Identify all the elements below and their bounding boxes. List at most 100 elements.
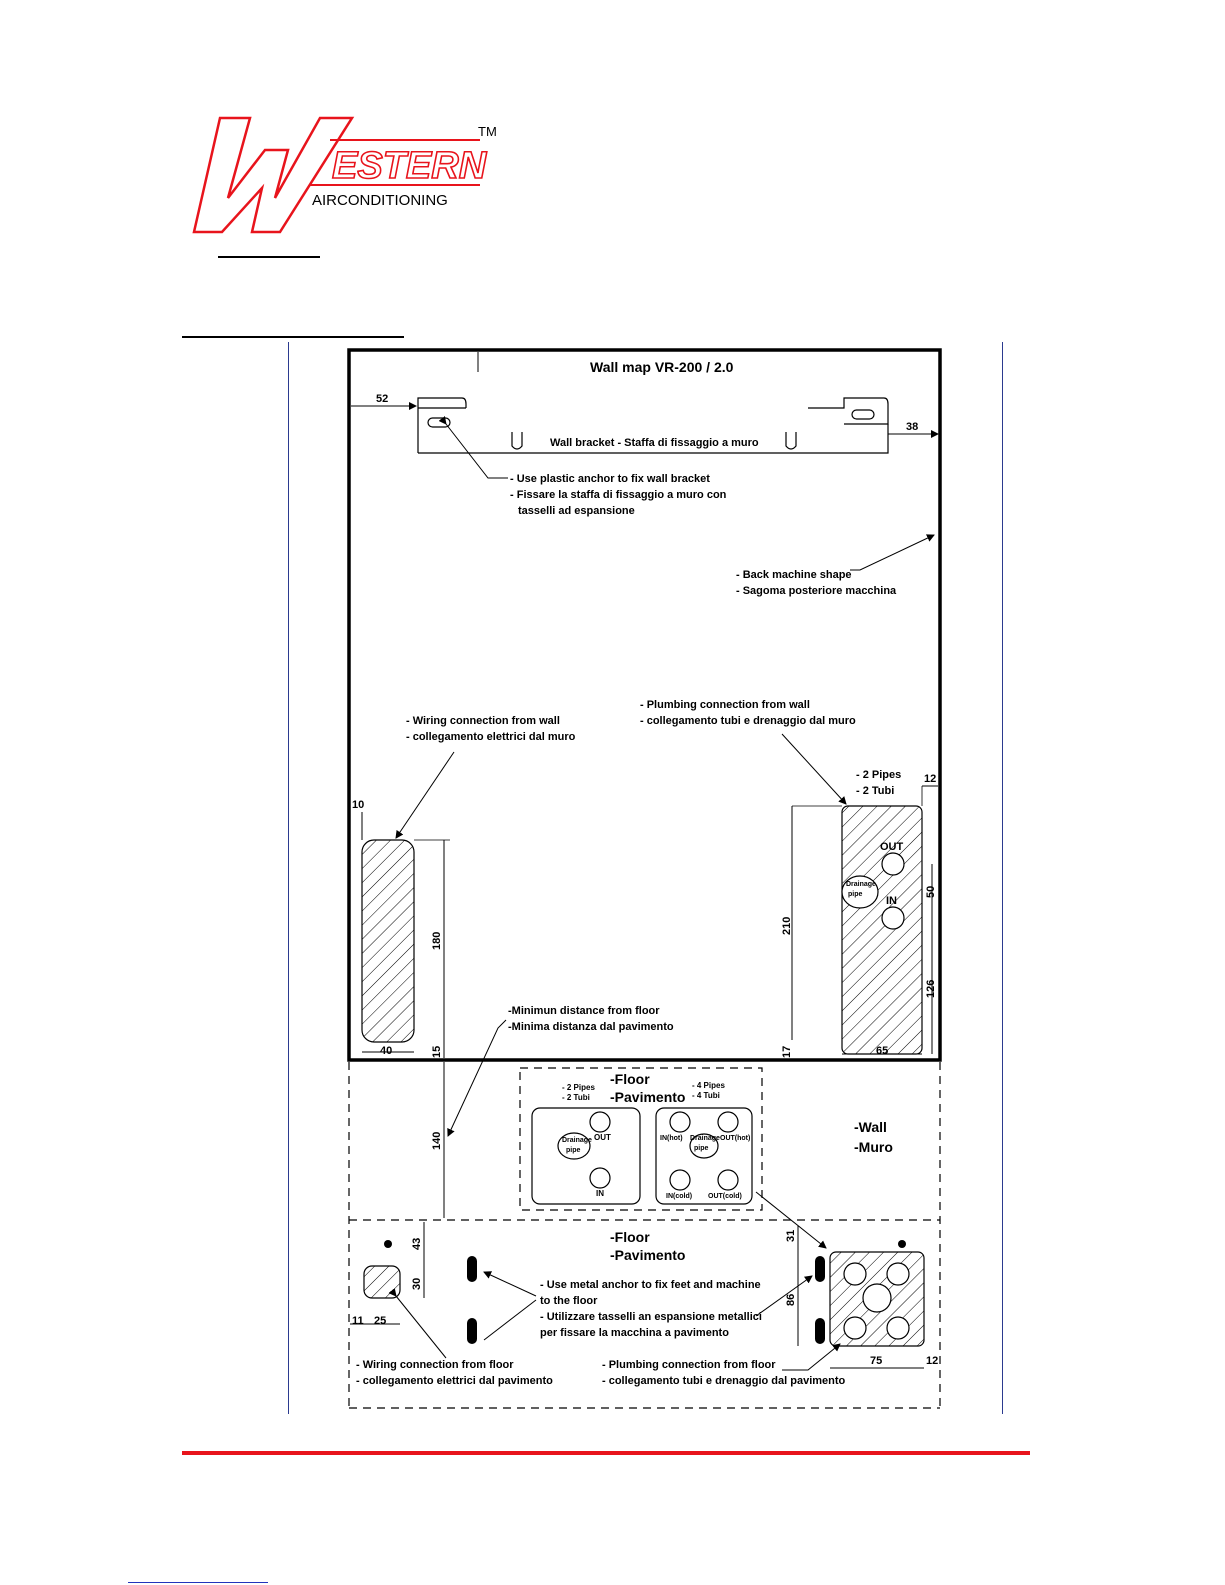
four-pipe-in-hot-circle — [669, 1111, 691, 1133]
wiring-floor-area — [363, 1265, 401, 1299]
pipes2-it: - 2 Tubi — [856, 785, 894, 797]
dim-12-bottom: 12 — [926, 1355, 938, 1367]
wiring-wall-en: - Wiring connection from wall — [406, 715, 560, 727]
floor-dashed-area — [348, 1062, 941, 1409]
dim-25: 25 — [374, 1315, 386, 1327]
small-4pipes-en: - 4 Pipes — [692, 1081, 725, 1090]
small-2pipes-it: - 2 Tubi — [562, 1093, 590, 1102]
floor-pipe-1 — [843, 1262, 867, 1286]
four-pipe-in-cold-circle — [669, 1169, 691, 1191]
footer-red-rule — [182, 1451, 1030, 1455]
left-margin-line — [288, 342, 289, 1414]
right-margin-line — [1002, 342, 1003, 1414]
two-pipe-in: IN — [596, 1189, 604, 1198]
dim-11: 11 — [352, 1315, 364, 1327]
wiring-wall-it: - collegamento elettrici dal muro — [406, 731, 576, 743]
floor-pipe-drain — [862, 1283, 892, 1313]
floor-anchor-l1: - Use metal anchor to fix feet and machi… — [540, 1279, 761, 1291]
in-label: IN — [886, 895, 897, 907]
plumbing-floor-en: - Plumbing connection from floor — [602, 1359, 776, 1371]
bracket-label: Wall bracket - Staffa di fissaggio a mur… — [550, 437, 759, 449]
floor-slot-1 — [467, 1256, 477, 1282]
four-pipe-out-cold: OUT(cold) — [708, 1193, 742, 1200]
dim-86: 86 — [785, 1294, 797, 1306]
pipes2-en: - 2 Pipes — [856, 769, 901, 781]
floor-label-bottom-it: -Pavimento — [610, 1247, 685, 1263]
floor-anchor-l3: - Utilizzare tasselli an espansione meta… — [540, 1311, 762, 1323]
dim-15: 15 — [431, 1046, 443, 1058]
logo-subtitle: AIRCONDITIONING — [312, 192, 448, 209]
dim-126: 126 — [925, 980, 937, 998]
floor-label-bottom-en: -Floor — [610, 1229, 650, 1245]
two-pipe-out: OUT — [594, 1133, 611, 1142]
four-pipe-drain-circle — [689, 1133, 719, 1159]
wall-label-en: -Wall — [854, 1119, 887, 1135]
four-pipe-drain-l1: Drainage — [690, 1135, 720, 1142]
machine-outline — [347, 348, 942, 1062]
plumbing-floor-it: - collegamento tubi e drenaggio dal pavi… — [602, 1375, 846, 1387]
four-pipe-drain-l2: pipe — [694, 1145, 708, 1152]
dim-31: 31 — [785, 1230, 797, 1242]
four-pipe-in-hot: IN(hot) — [660, 1135, 683, 1142]
floor-slot-2 — [467, 1318, 477, 1344]
logo-brand-text: ESTERN — [332, 145, 488, 187]
dim-52: 52 — [376, 393, 388, 405]
min-distance-it: -Minima distanza dal pavimento — [508, 1021, 674, 1033]
floor-pipe-2 — [886, 1262, 910, 1286]
dim-40: 40 — [380, 1045, 392, 1057]
dim-38: 38 — [906, 421, 918, 433]
dim-75: 75 — [870, 1355, 882, 1367]
small-2pipes-en: - 2 Pipes — [562, 1083, 595, 1092]
dim-140: 140 — [431, 1132, 443, 1150]
dim-210: 210 — [781, 917, 793, 935]
two-pipe-drain-circle — [557, 1132, 591, 1160]
floor-anchor-l2: to the floor — [540, 1295, 598, 1307]
plumbing-wall-en: - Plumbing connection from wall — [640, 699, 810, 711]
four-pipe-out-hot-circle — [717, 1111, 739, 1133]
two-pipe-box — [531, 1107, 641, 1205]
four-pipe-box — [655, 1107, 753, 1205]
floor-pipe-4 — [886, 1316, 910, 1340]
back-shape-it: - Sagoma posteriore macchina — [736, 585, 897, 597]
dim-17: 17 — [781, 1046, 793, 1058]
floor-pipe-3 — [843, 1316, 867, 1340]
two-pipe-in-circle — [589, 1167, 611, 1189]
min-distance-en: -Minimun distance from floor — [508, 1005, 660, 1017]
out-pipe-circle — [881, 852, 905, 876]
dim-65: 65 — [876, 1045, 888, 1057]
western-logo: ESTERN AIRCONDITIONING TM — [192, 116, 497, 234]
floor-anchor-l4: per fissare la macchina a pavimento — [540, 1327, 729, 1339]
floor-label-top-en: -Floor — [610, 1071, 650, 1087]
wall-label-it: -Muro — [854, 1139, 893, 1155]
two-pipe-drain-l2: pipe — [566, 1147, 580, 1154]
floor-label-top-it: -Pavimento — [610, 1089, 685, 1105]
anchor-note-en: - Use plastic anchor to fix wall bracket — [510, 473, 710, 485]
two-pipe-out-circle — [589, 1111, 611, 1133]
dim-30: 30 — [411, 1278, 423, 1290]
plumbing-wall-it: - collegamento tubi e drenaggio dal muro — [640, 715, 856, 727]
dim-50: 50 — [925, 886, 937, 898]
footer-link-underline — [128, 1582, 268, 1583]
foot-dot-left — [384, 1240, 392, 1248]
four-pipe-in-cold: IN(cold) — [666, 1193, 692, 1200]
drainage-l2: pipe — [848, 891, 862, 898]
drainage-pipe-circle — [841, 875, 879, 909]
small-4pipes-it: - 4 Tubi — [692, 1091, 720, 1100]
wiring-floor-it: - collegamento elettrici dal pavimento — [356, 1375, 553, 1387]
dim-43: 43 — [411, 1238, 423, 1250]
short-underline — [218, 256, 320, 258]
in-pipe-circle — [881, 906, 905, 930]
four-pipe-out-cold-circle — [717, 1169, 739, 1191]
wiring-floor-en: - Wiring connection from floor — [356, 1359, 514, 1371]
four-pipe-out-hot: OUT(hot) — [720, 1135, 750, 1142]
wiring-wall-area — [361, 839, 415, 1043]
dim-12-top: 12 — [924, 773, 936, 785]
anchor-note-it1: - Fissare la staffa di fissaggio a muro … — [510, 489, 727, 501]
back-shape-en: - Back machine shape — [736, 569, 852, 581]
out-label: OUT — [880, 841, 904, 853]
dim-10: 10 — [352, 799, 364, 811]
anchor-note-it2: tasselli ad espansione — [518, 505, 635, 517]
long-underline — [182, 336, 404, 338]
dim-180: 180 — [431, 932, 443, 950]
floor-slot-3 — [815, 1256, 825, 1282]
